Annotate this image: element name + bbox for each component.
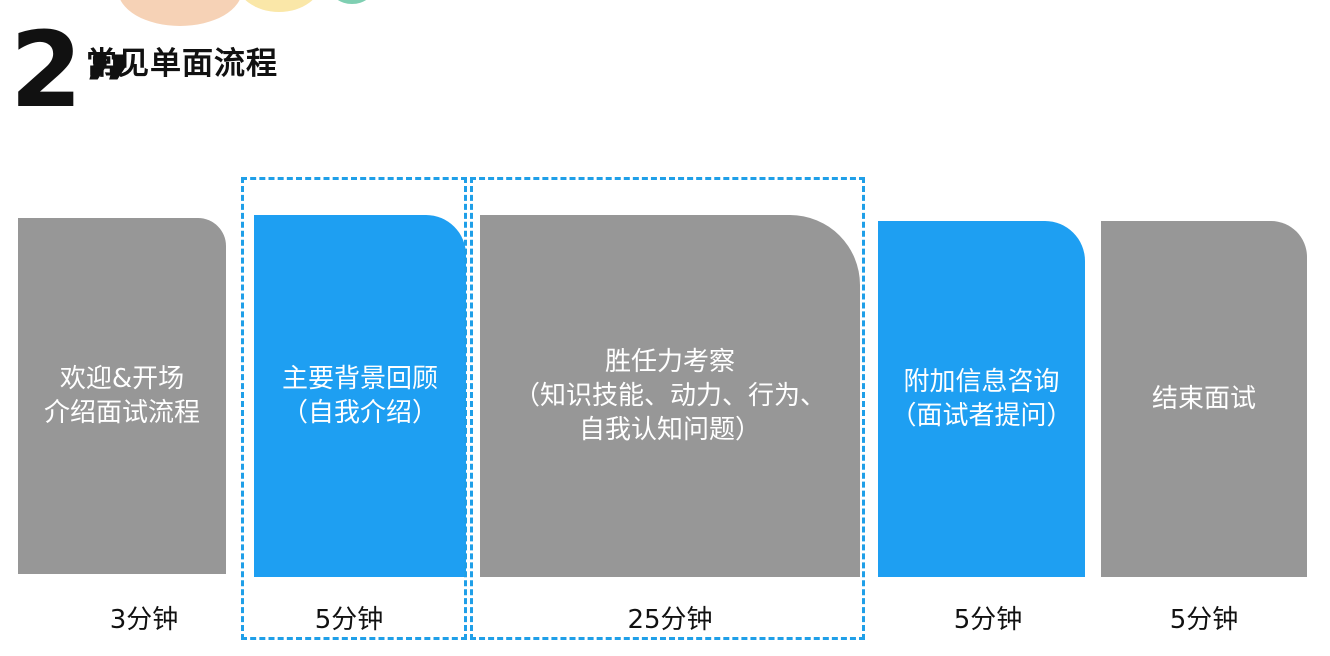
- stage-duration: 5分钟: [314, 605, 384, 635]
- stage-label: 主要背景回顾 （自我介绍）: [281, 364, 438, 428]
- decor-blob-yellow: [236, 0, 322, 12]
- decor-blob-green: [330, 0, 374, 4]
- stage-duration: 3分钟: [109, 605, 179, 635]
- stage-label: 欢迎&开场 介绍面试流程: [43, 364, 200, 428]
- stage-card-background-review: 主要背景回顾 （自我介绍）: [254, 215, 466, 577]
- decor-blob-peach: [118, 0, 242, 26]
- stage-card-competency: 胜任力考察 （知识技能、动力、行为、 自我认知问题）: [480, 215, 860, 577]
- stage-duration: 25分钟: [627, 605, 713, 635]
- stage-card-welcome: 欢迎&开场 介绍面试流程: [18, 218, 226, 574]
- highlight-box-competency: [470, 177, 865, 640]
- stage-card-candidate-questions: 附加信息咨询 （面试者提问）: [878, 221, 1085, 577]
- stage-card-closing: 结束面试: [1101, 221, 1307, 577]
- quote-mark-icon: ”: [82, 39, 135, 132]
- section-number: 2: [10, 9, 83, 131]
- stage-duration: 5分钟: [953, 605, 1023, 635]
- stage-duration: 5分钟: [1169, 605, 1239, 635]
- stage-label: 附加信息咨询 （面试者提问）: [890, 367, 1073, 431]
- stage-label: 结束面试: [1151, 384, 1256, 414]
- highlight-box-background-review: [241, 177, 467, 640]
- stage-label: 胜任力考察 （知识技能、动力、行为、 自我认知问题）: [513, 347, 826, 445]
- page-title: 常见单面流程: [86, 46, 278, 82]
